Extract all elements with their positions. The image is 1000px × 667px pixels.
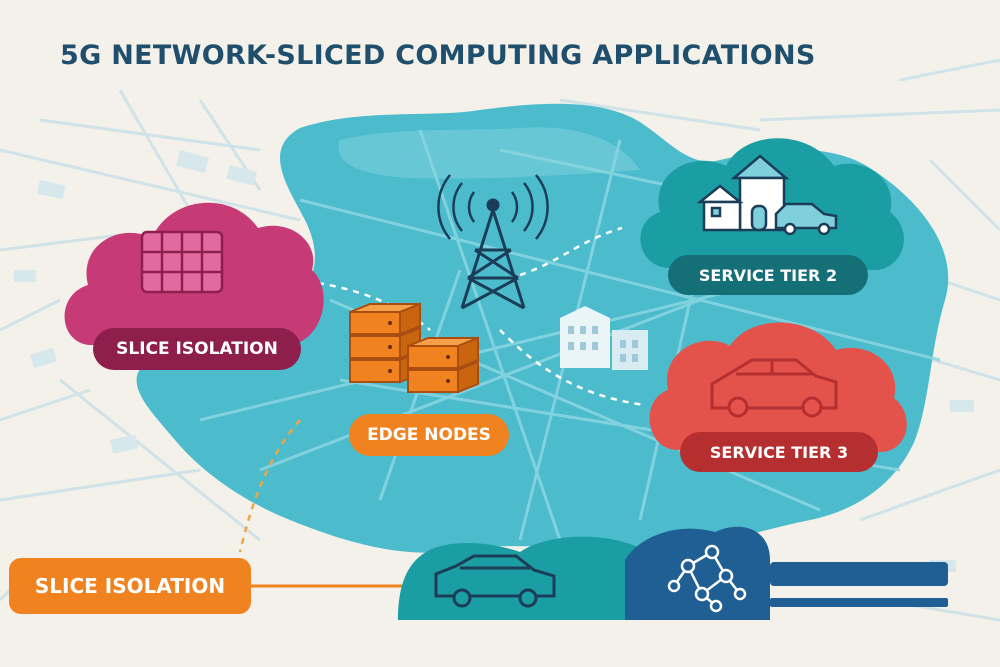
server-stack-icon: [349, 302, 479, 394]
house-icon: [696, 154, 790, 232]
edge-nodes-label: EDGE NODES: [349, 414, 509, 456]
service-tier-2-label: SERVICE TIER 2: [668, 255, 868, 295]
slice-isolation-bottom-label: SLICE ISOLATION: [9, 558, 251, 614]
office-buildings-icon: [560, 306, 648, 370]
slice-isolation-label: SLICE ISOLATION: [93, 328, 301, 370]
car-icon: [710, 358, 838, 418]
page-title: 5G NETWORK-SLICED COMPUTING APPLICATIONS: [60, 40, 816, 71]
network-graph-icon: [667, 544, 747, 613]
service-tier-3-label: SERVICE TIER 3: [680, 432, 878, 472]
cell-tower-icon: [437, 174, 549, 310]
bottom-cloud-band: [398, 526, 948, 620]
car-icon: [434, 554, 556, 608]
water-highlight: [338, 127, 640, 179]
service-tier-3-cloud: [649, 322, 907, 452]
slice-isolation-cloud: [64, 202, 324, 345]
car-icon: [774, 202, 838, 236]
service-tier-2-cloud: [640, 138, 904, 270]
sim-grid-icon: [140, 230, 224, 294]
